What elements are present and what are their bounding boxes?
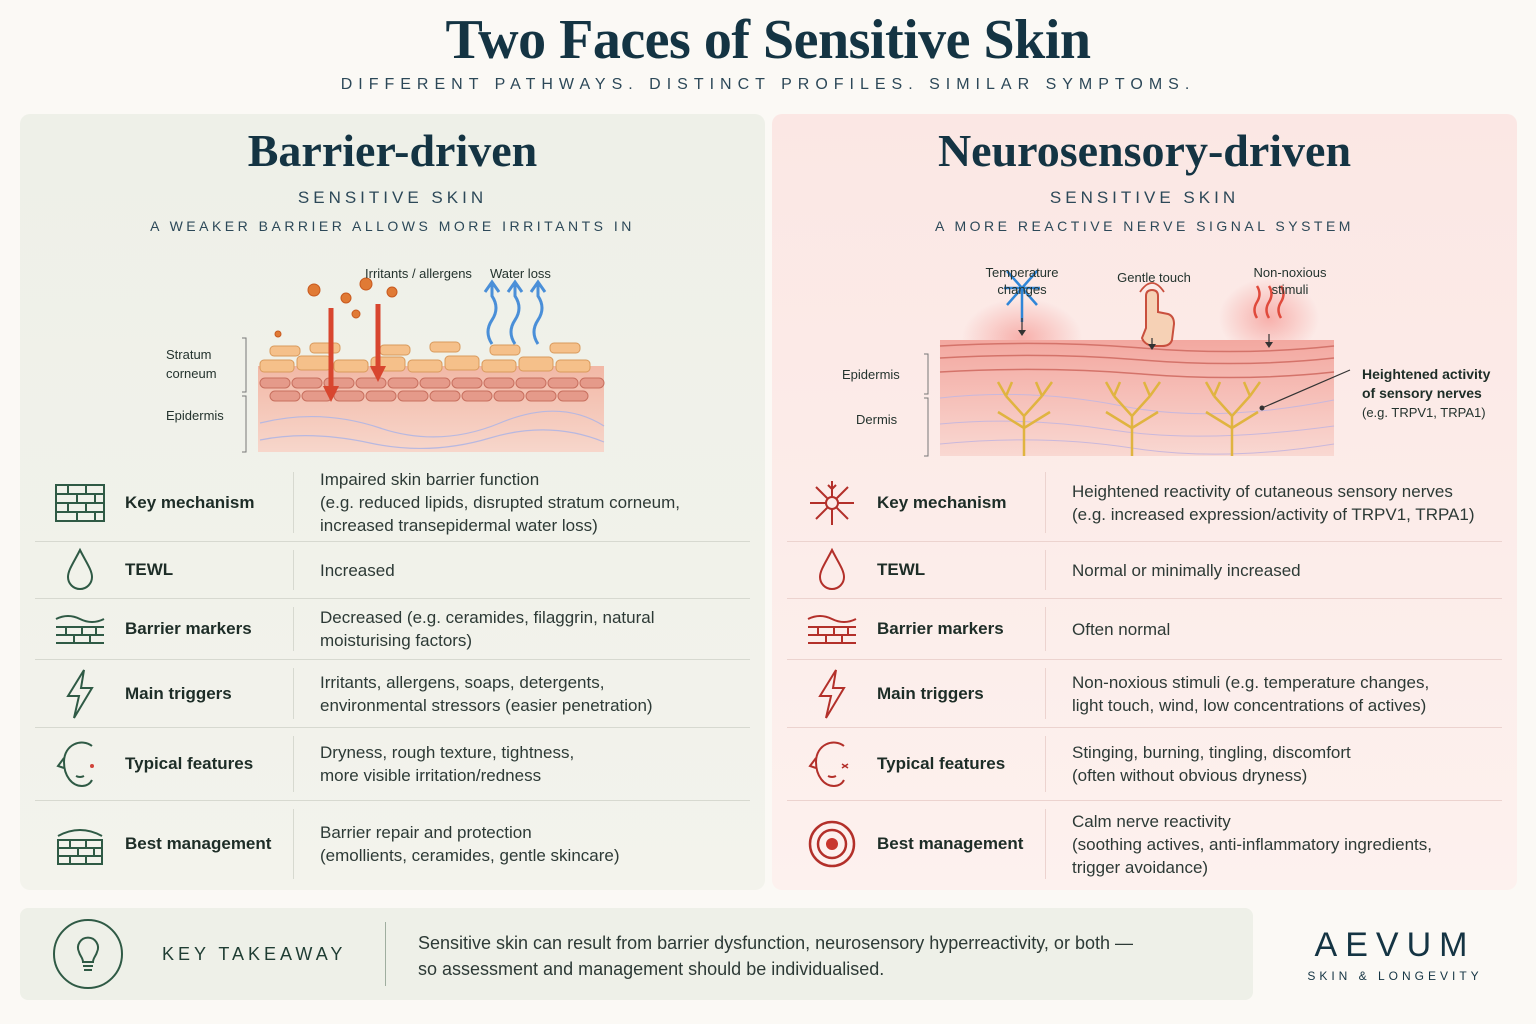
face-icon <box>35 736 125 792</box>
droplet-icon <box>35 542 125 598</box>
table-row: Typical features Dryness, rough texture,… <box>35 728 750 801</box>
skin-layers-icon <box>787 601 877 657</box>
irritant-arrows <box>323 304 386 402</box>
barrier-comparison-table: Key mechanism Impaired skin barrier func… <box>35 464 750 887</box>
row-value: Irritants, allergens, soaps, detergents,… <box>320 672 653 715</box>
table-row: Main triggers Non-noxious stimuli (e.g. … <box>787 660 1502 728</box>
takeaway-text: Sensitive skin can result from barrier d… <box>418 933 1133 979</box>
label-non-noxious-2: stimuli <box>1272 282 1309 297</box>
sensory-nerves <box>996 381 1262 456</box>
skin-block <box>940 340 1334 456</box>
row-value: Decreased (e.g. ceramides, filaggrin, na… <box>320 608 655 650</box>
page-subtitle: DIFFERENT PATHWAYS. DISTINCT PROFILES. S… <box>340 76 1196 93</box>
lightning-icon <box>35 666 125 722</box>
label-epidermis-left: Epidermis <box>166 408 224 423</box>
table-row: Key mechanism Impaired skin barrier func… <box>35 464 750 542</box>
row-value: Dryness, rough texture, tightness, more … <box>320 743 575 785</box>
irritant-particles <box>274 277 398 338</box>
row-label: Best management <box>877 834 1024 853</box>
panel-subtitle-neurosensory: SENSITIVE SKIN <box>1049 188 1240 207</box>
table-row: Typical features Stinging, burning, ting… <box>787 728 1502 801</box>
lightbulb-icon <box>53 919 123 989</box>
neurosensory-illustration: Temperature changes Gentle touch Non-nox… <box>772 248 1517 468</box>
table-row: Best management Barrier repair and prote… <box>35 801 750 887</box>
snowflake-icon <box>1004 270 1040 322</box>
row-value: Impaired skin barrier function (e.g. red… <box>320 470 681 535</box>
barrier-repair-icon <box>35 816 125 872</box>
row-value: Heightened reactivity of cutaneous senso… <box>1072 481 1475 524</box>
lightning-icon <box>787 666 877 722</box>
row-label: Key mechanism <box>877 492 1007 512</box>
nerve-icon <box>787 475 877 531</box>
takeaway-label: KEY TAKEAWAY <box>162 944 347 964</box>
water-loss-arrows <box>483 279 547 345</box>
brand-logo: AEVUM SKIN & LONGEVITY <box>1270 926 1520 983</box>
row-value: Increased <box>320 560 395 580</box>
row-value: Calm nerve reactivity (soothing actives,… <box>1072 811 1432 877</box>
target-icon <box>787 816 877 872</box>
neurosensory-comparison-table: Key mechanism Heightened reactivity of c… <box>787 464 1502 887</box>
panel-subtitle-barrier: SENSITIVE SKIN <box>297 188 488 207</box>
table-row: Barrier markers Decreased (e.g. ceramide… <box>35 599 750 660</box>
row-label: Main triggers <box>877 683 984 703</box>
row-label: TEWL <box>877 560 926 579</box>
label-irritants: Irritants / allergens <box>365 266 472 281</box>
row-label: Main triggers <box>125 683 232 703</box>
panel-title-neurosensory: Neurosensory-driven <box>937 125 1352 176</box>
heat-waves-icon <box>1253 285 1285 319</box>
row-label: Typical features <box>125 754 254 773</box>
row-label: Key mechanism <box>125 492 255 512</box>
label-heightened-1: Heightened activity <box>1362 366 1491 382</box>
table-row: Key mechanism Heightened reactivity of c… <box>787 464 1502 542</box>
label-non-noxious-1: Non-noxious <box>1254 265 1327 280</box>
row-value: Non-noxious stimuli (e.g. temperature ch… <box>1072 672 1430 715</box>
face-icon <box>787 736 877 792</box>
label-heightened-3: (e.g. TRPV1, TRPA1) <box>1362 405 1486 420</box>
row-value: Stinging, burning, tingling, discomfort … <box>1072 743 1351 785</box>
row-value: Barrier repair and protection (emollient… <box>320 823 620 865</box>
key-takeaway-box: KEY TAKEAWAY Sensitive skin can result f… <box>20 908 1253 1000</box>
table-row: TEWL Increased <box>35 542 750 599</box>
hand-touch-icon <box>1139 282 1176 347</box>
table-row: TEWL Normal or minimally increased <box>787 542 1502 599</box>
table-row: Best management Calm nerve reactivity (s… <box>787 801 1502 887</box>
panel-description-barrier: A WEAKER BARRIER ALLOWS MORE IRRITANTS I… <box>150 218 635 234</box>
layer-brackets-right <box>924 353 929 457</box>
brand-name: AEVUM <box>1314 926 1476 964</box>
row-label: Typical features <box>877 754 1006 773</box>
label-temperature-1: Temperature <box>986 265 1059 280</box>
table-row: Barrier markers Often normal <box>787 599 1502 660</box>
row-value: Often normal <box>1072 619 1171 639</box>
label-heightened-2: of sensory nerves <box>1362 385 1482 401</box>
label-temperature-2: changes <box>997 282 1047 297</box>
panel-title-barrier: Barrier-driven <box>247 125 538 176</box>
stimulus-arrows <box>1018 318 1273 350</box>
barrier-illustration: Irritants / allergens Water loss Stratum… <box>20 248 765 468</box>
brick-wall-icon <box>35 475 125 531</box>
layer-brackets <box>242 337 247 453</box>
barrier-driven-panel: Barrier-driven SENSITIVE SKIN A WEAKER B… <box>20 114 765 890</box>
droplet-icon <box>787 542 877 598</box>
neurosensory-driven-panel: Neurosensory-driven SENSITIVE SKIN A MOR… <box>772 114 1517 890</box>
skin-layers-icon <box>35 601 125 657</box>
row-value: Normal or minimally increased <box>1072 560 1301 580</box>
label-stratum-1: Stratum <box>166 347 212 362</box>
label-gentle-touch: Gentle touch <box>1117 270 1191 285</box>
row-label: Barrier markers <box>877 619 1004 638</box>
label-stratum-2: corneum <box>166 366 217 381</box>
table-row: Main triggers Irritants, allergens, soap… <box>35 660 750 728</box>
label-dermis: Dermis <box>856 412 898 427</box>
label-water-loss: Water loss <box>490 266 551 281</box>
barrier-skin-diagram: Irritants / allergens Water loss Stratum… <box>166 266 605 453</box>
cell-rows <box>259 341 605 450</box>
neurosensory-skin-diagram: Temperature changes Gentle touch Non-nox… <box>842 265 1491 457</box>
label-epidermis-right: Epidermis <box>842 367 900 382</box>
page-title: Two Faces of Sensitive Skin <box>445 9 1091 71</box>
brand-tagline: SKIN & LONGEVITY <box>1307 969 1483 983</box>
row-label: Best management <box>125 834 272 853</box>
row-label: TEWL <box>125 560 174 579</box>
panel-description-neurosensory: A MORE REACTIVE NERVE SIGNAL SYSTEM <box>935 218 1354 234</box>
row-label: Barrier markers <box>125 619 252 638</box>
